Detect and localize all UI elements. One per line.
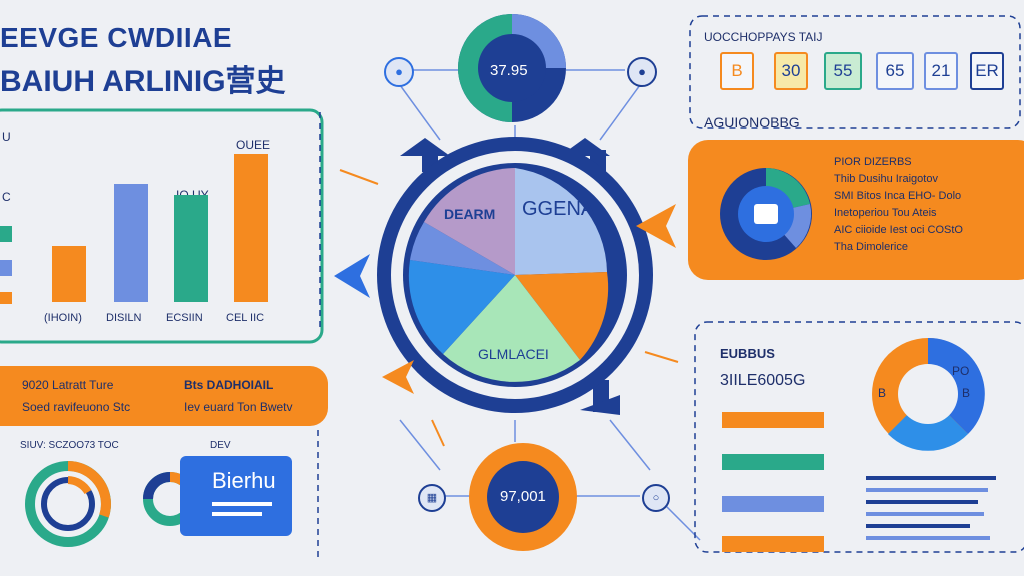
bar-category-label: ECSIIN	[166, 312, 203, 324]
info-pill	[0, 366, 328, 426]
br-line	[866, 488, 988, 492]
node-drop-icon[interactable]: ●	[384, 57, 414, 87]
chip-er[interactable]: ER	[970, 52, 1004, 90]
card-line	[212, 502, 272, 506]
br-donut	[872, 337, 985, 451]
pie-label-a: DEARM	[444, 206, 496, 222]
chip-30[interactable]: 30	[774, 52, 808, 90]
br-donut-label-b1: B	[962, 386, 971, 400]
bar-chart: (IHOIN) DISILN ECSIIN CEL IIC	[0, 0, 320, 340]
bottom-gauge-value: 97,001	[500, 488, 546, 505]
arrow-left-icon	[334, 254, 370, 298]
orange-card-line: Thib Dusihu Iraigotov	[834, 173, 938, 185]
orange-card-line: AIC ciioide Iest oci COStO	[834, 224, 963, 236]
br-bar	[722, 412, 824, 428]
bar-category-label: (IHOIN)	[44, 312, 82, 324]
info-card[interactable]: Bierhu	[180, 456, 292, 536]
bar	[114, 183, 148, 302]
br-line	[866, 524, 970, 528]
top-gauge	[458, 14, 566, 122]
left-edge-mark-blue	[0, 260, 12, 276]
center-pie-chart	[377, 137, 653, 415]
orange-card-donut	[720, 168, 812, 260]
ring-chart	[25, 461, 111, 547]
pill-text-1b: Bts DADHOIAIL	[184, 378, 274, 392]
left-edge-mark-orange	[0, 292, 12, 304]
top-gauge-value: 37.95	[490, 62, 528, 79]
pill-text-1a: 9020 Latratt Ture	[22, 378, 114, 392]
panel-label-ouee: OUEE	[236, 138, 271, 152]
card-line	[212, 512, 262, 516]
br-line	[866, 476, 996, 480]
chip-b[interactable]: B	[720, 52, 754, 90]
chip-21[interactable]: 21	[924, 52, 958, 90]
left-edge-mark-teal	[0, 226, 12, 242]
pie-label-b: GGENA	[522, 198, 595, 220]
bottom-gauge	[469, 443, 577, 551]
br-line	[866, 512, 984, 516]
card-title: Bierhu	[212, 468, 276, 493]
bar	[174, 195, 208, 302]
bottom-left-label: SIUV: SCZOO73 TOC	[20, 440, 119, 451]
pill-text-2a: Soed ravifeuono Stc	[22, 400, 131, 414]
br-donut-label-po: PO	[952, 364, 970, 378]
chip-55[interactable]: 55	[824, 52, 862, 90]
br-line	[866, 536, 990, 540]
orange-card-line: Inetoperiou Tou Ateis	[834, 207, 937, 219]
br-line	[866, 500, 978, 504]
bar	[234, 154, 268, 302]
br-bar	[722, 536, 824, 552]
header-title-line1: EEVGE CWDIIAE	[0, 22, 233, 53]
header-title-line2: BAIUH ARLINIG营史	[0, 65, 286, 98]
pie-label-c: GLMLACEI	[478, 346, 549, 362]
br-label2: 3IILE6005G	[720, 372, 806, 389]
bar	[52, 245, 86, 302]
node-doc-icon[interactable]: ▦	[418, 484, 446, 512]
br-label1: EUBBUS	[720, 346, 775, 361]
node-search-icon[interactable]: ○	[642, 484, 670, 512]
orange-card-line: PIOR DIZERBS	[834, 156, 912, 168]
chip-65[interactable]: 65	[876, 52, 914, 90]
dev-label: DEV	[210, 440, 231, 451]
br-bar	[722, 496, 824, 512]
chip-panel-label2: AGUIONOBBG	[704, 114, 800, 130]
bar-category-label: CEL IIC	[226, 312, 265, 324]
arrow-left-orange-icon	[636, 204, 676, 248]
panel-label-u: U	[2, 130, 11, 144]
bar-category-label: DISILN	[106, 312, 142, 324]
br-donut-label-b2: B	[878, 386, 887, 400]
arrow-left-orange-icon	[382, 360, 414, 394]
br-bar	[722, 454, 824, 470]
panel-label-c: C	[2, 190, 11, 204]
orange-card-line: SMI Bitos Inca EHO- Dolo	[834, 190, 962, 202]
node-user-icon[interactable]: ●	[627, 57, 657, 87]
pill-text-2b: Iev euard Ton Bwetv	[184, 400, 293, 414]
orange-card-line: Tha Dimolerice	[834, 241, 908, 253]
chip-panel-label: UOCCHOPPAYS TAIJ	[704, 30, 823, 44]
